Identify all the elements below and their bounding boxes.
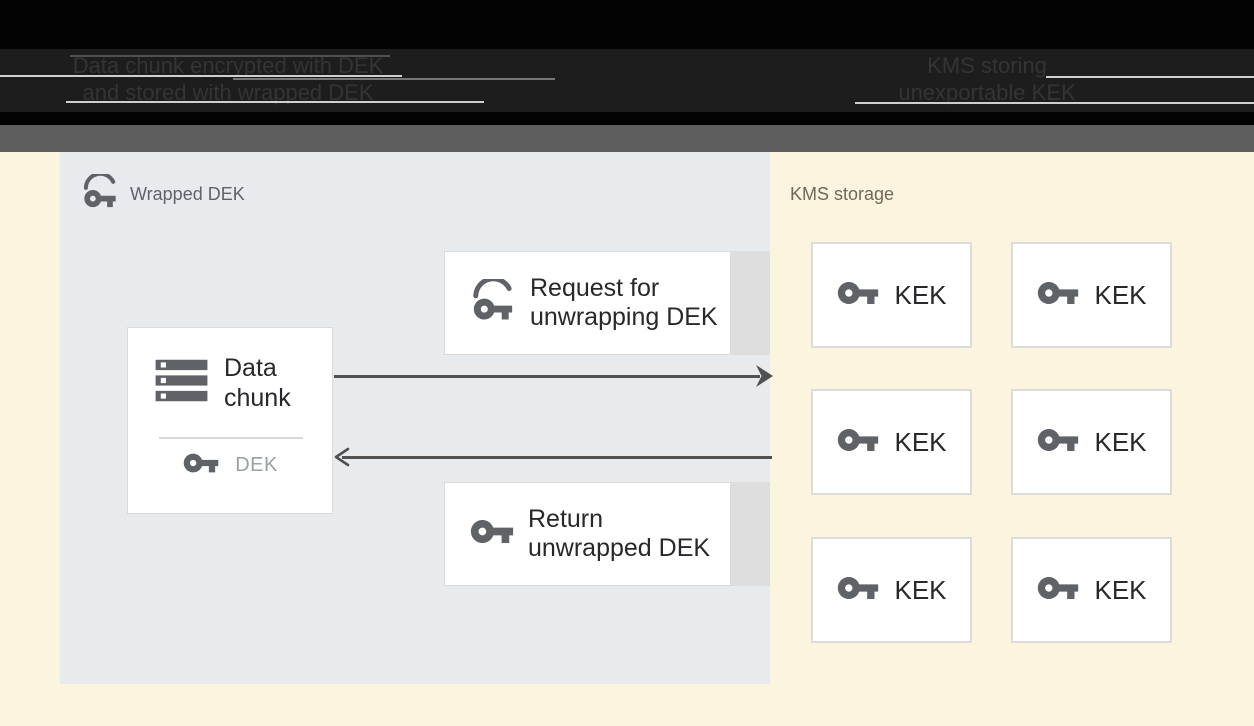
return-box-strip xyxy=(731,482,770,586)
request-arrow-line xyxy=(334,375,760,378)
kek-label: KEK xyxy=(894,279,947,310)
wrapped-dek-label: Wrapped DEK xyxy=(130,184,245,204)
key-icon xyxy=(836,427,880,458)
key-icon xyxy=(1036,427,1080,458)
request-content: Request for unwrapping DEK xyxy=(469,252,718,354)
header-band: Data chunk encrypted with DEK and stored… xyxy=(0,0,1254,125)
return-label: Return unwrapped DEK xyxy=(528,505,711,562)
arrowhead-left-icon xyxy=(334,447,350,467)
arrowhead-right-icon xyxy=(756,365,773,387)
kek-label: KEK xyxy=(1094,426,1147,457)
kek-box: KEK xyxy=(1011,537,1172,643)
header-artifact-line xyxy=(1046,76,1254,78)
wrapped-key-icon xyxy=(469,275,517,328)
request-label: Request for unwrapping DEK xyxy=(530,274,718,331)
header-artifact-line xyxy=(0,75,402,77)
header-artifact-line xyxy=(233,78,555,80)
storage-icon xyxy=(153,357,210,409)
kek-label: KEK xyxy=(1094,574,1147,605)
wrapped-key-icon xyxy=(80,171,120,215)
kek-box: KEK xyxy=(811,389,972,495)
kek-label: KEK xyxy=(1094,279,1147,310)
key-icon xyxy=(469,518,515,550)
key-icon xyxy=(836,280,880,311)
header-artifact-line xyxy=(855,102,1254,104)
data-chunk-box: Data chunk DEK xyxy=(127,327,333,514)
return-unwrapped-box: Return unwrapped DEK xyxy=(444,482,731,586)
request-unwrapping-box: Request for unwrapping DEK xyxy=(444,251,731,355)
header-artifact-line xyxy=(66,101,484,103)
kms-storage-label: KMS storage xyxy=(790,184,895,204)
data-chunk-main: Data chunk xyxy=(153,353,291,413)
divider xyxy=(159,437,303,439)
key-icon xyxy=(182,452,220,479)
caption-kms-storing: KMS storing unexportable KEK xyxy=(898,53,1076,105)
return-arrow-line xyxy=(342,456,772,459)
dek-label: DEK xyxy=(235,454,278,476)
return-content: Return unwrapped DEK xyxy=(469,483,710,585)
kek-label: KEK xyxy=(894,426,947,457)
kek-label: KEK xyxy=(894,574,947,605)
key-icon xyxy=(1036,575,1080,606)
data-chunk-title: Data chunk xyxy=(224,354,291,412)
key-icon xyxy=(1036,280,1080,311)
dek-row: DEK xyxy=(128,452,332,479)
separator-bar xyxy=(0,125,1254,152)
key-icon xyxy=(836,575,880,606)
caption-data-chunk: Data chunk encrypted with DEK and stored… xyxy=(72,53,384,105)
kek-box: KEK xyxy=(1011,242,1172,348)
kek-box: KEK xyxy=(811,242,972,348)
request-box-strip xyxy=(731,251,770,355)
kek-box: KEK xyxy=(811,537,972,643)
kek-box: KEK xyxy=(1011,389,1172,495)
header-artifact-line xyxy=(70,55,390,57)
wrapped-dek-panel: Wrapped DEK Data chunk DEK xyxy=(60,152,773,684)
wrapped-dek-header: Wrapped DEK xyxy=(80,171,245,215)
